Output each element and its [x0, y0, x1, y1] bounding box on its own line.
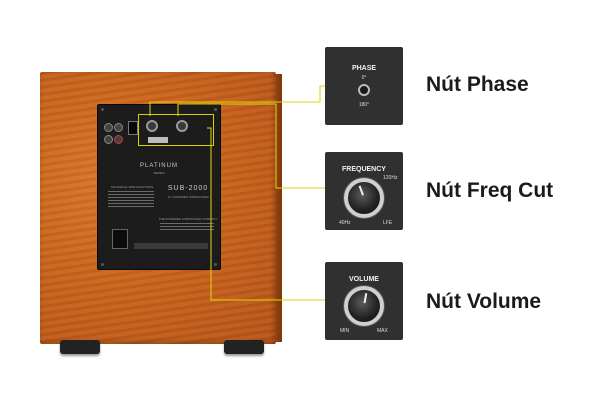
input-jack-lfe — [104, 135, 113, 144]
volume-callout-box: VOLUME MIN MAX — [325, 262, 403, 340]
panel-maker: THE POWERED SUBWOOFER COMPANY — [158, 217, 218, 221]
screw-icon — [214, 263, 217, 266]
volume-knob-small — [176, 120, 188, 132]
phase-value-top: 0° — [361, 75, 367, 81]
frequency-knob-small — [146, 120, 158, 132]
phase-title: PHASE — [351, 65, 377, 72]
phase-switch — [128, 121, 138, 135]
spec-text-block — [108, 191, 154, 209]
leader-line-phase — [149, 85, 325, 116]
cabinet-foot-left — [60, 340, 100, 354]
panel-tech-heading: TECHNICAL SPECIFICATIONS — [110, 185, 154, 189]
frequency-label: Nút Freq Cut — [426, 179, 554, 202]
screw-icon — [101, 263, 104, 266]
screw-icon — [214, 108, 217, 111]
frequency-min-value: 40Hz — [339, 220, 351, 226]
warning-text-block — [160, 223, 214, 232]
frequency-knob-indicator — [358, 185, 364, 196]
leader-line-frequency — [177, 103, 325, 189]
amplifier-panel: PLATINUM SERIES SUB-2000 12" POWERED SUB… — [97, 104, 221, 270]
phase-label: Nút Phase — [426, 73, 529, 96]
phase-value-bottom: 180° — [358, 102, 370, 108]
certification-icons — [134, 243, 208, 249]
brand-badge — [148, 137, 168, 143]
screw-icon — [101, 108, 104, 111]
cabinet-foot-right — [224, 340, 264, 354]
phase-callout-box: PHASE 0° 180° — [325, 47, 403, 125]
frequency-knob-icon — [344, 178, 384, 218]
frequency-title: FREQUENCY — [342, 166, 386, 173]
panel-brand-sub: SERIES — [153, 171, 165, 175]
input-jack-left — [104, 123, 113, 132]
phase-toggle-icon — [358, 84, 370, 96]
volume-label: Nút Volume — [426, 290, 542, 313]
frequency-lfe-value: LFE — [383, 220, 393, 226]
frequency-max-value: 120Hz — [383, 175, 398, 181]
leader-line-volume — [207, 127, 325, 301]
panel-brand: PLATINUM — [140, 163, 178, 169]
volume-knob-indicator — [363, 293, 368, 304]
frequency-callout-box: FREQUENCY 120Hz 40Hz LFE — [325, 152, 403, 230]
volume-title: VOLUME — [349, 276, 379, 283]
volume-min-value: MIN — [340, 328, 350, 334]
panel-model-sub: 12" POWERED SUBWOOFER — [167, 195, 209, 199]
input-jack-right — [114, 123, 123, 132]
panel-model: SUB-2000 — [167, 185, 209, 192]
power-inlet — [112, 229, 128, 249]
volume-max-value: MAX — [377, 328, 388, 334]
volume-knob-icon — [344, 286, 384, 326]
panel-controls-highlight — [138, 114, 214, 146]
input-jack-red — [114, 135, 123, 144]
